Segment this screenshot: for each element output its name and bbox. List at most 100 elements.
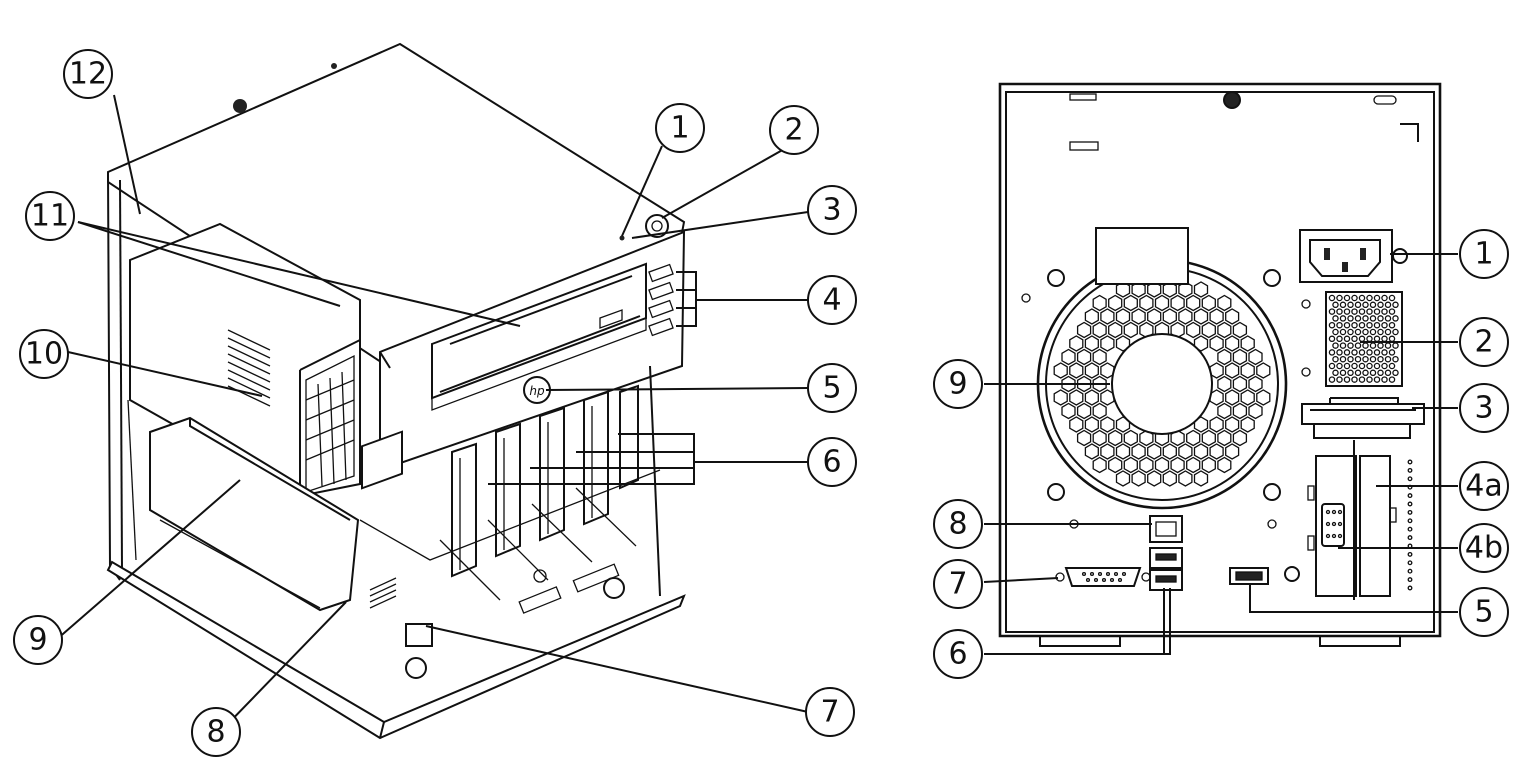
- psu-vent-hole: [1336, 308, 1343, 315]
- fan-grille-hole: [1256, 389, 1271, 406]
- left-callout-10: 10: [19, 329, 69, 379]
- psu-vent-hole: [1369, 328, 1377, 336]
- psu-vent-hole: [1362, 355, 1369, 363]
- right-callout-5: 5: [1459, 587, 1509, 637]
- fan-grille-hole: [1115, 470, 1131, 487]
- psu-vent-hole: [1347, 328, 1354, 336]
- psu-vent-hole: [1366, 376, 1373, 383]
- psu-vent-hole: [1351, 321, 1358, 329]
- svg-text:10: 10: [25, 337, 63, 372]
- psu-vent-hole: [1358, 308, 1366, 315]
- fan-grille-hole: [1209, 443, 1224, 460]
- fan-grille-hole: [1209, 308, 1224, 325]
- fan-grille-hole: [1061, 402, 1076, 420]
- slot-vent-dot: [1407, 501, 1413, 507]
- psu-vent-hole: [1332, 342, 1339, 349]
- left-callout-2: 2: [769, 105, 819, 155]
- fan-grille-hole: [1154, 456, 1170, 474]
- psu-vent-hole: [1347, 301, 1354, 309]
- fan-grille-hole: [1232, 375, 1248, 393]
- svg-text:6: 6: [822, 445, 841, 480]
- svg-text:7: 7: [948, 567, 967, 602]
- slot-vent-dot: [1407, 551, 1413, 557]
- psu-vent-hole: [1392, 315, 1399, 322]
- psu-vent-hole: [1392, 328, 1399, 336]
- fan-grille-hole: [1193, 443, 1209, 460]
- fan-grille-hole: [1069, 335, 1084, 352]
- front-usb-ports: [648, 263, 674, 337]
- psu-vent-hole: [1358, 376, 1366, 383]
- psu-vent-hole: [1343, 335, 1351, 343]
- left-leader-lines: [55, 94, 809, 733]
- left-callout-7: 7: [805, 687, 855, 737]
- fan-grille-hole: [1217, 429, 1232, 447]
- fan-grille-hole: [1232, 321, 1248, 339]
- psu-vent-hole: [1343, 294, 1351, 302]
- fan-grille-hole: [1084, 362, 1099, 379]
- svg-text:2: 2: [784, 113, 803, 148]
- fan-grille-hole: [1225, 443, 1240, 460]
- fan-grille-hole: [1170, 294, 1185, 312]
- psu-vent-hole: [1388, 308, 1396, 315]
- psu-vent-hole: [1358, 362, 1366, 370]
- psu-vent: [1301, 291, 1403, 387]
- fan-grille-hole: [1084, 389, 1099, 406]
- psu-vent-hole: [1347, 342, 1354, 349]
- thumbscrew-icon: [1223, 91, 1241, 109]
- fan-grille-hole: [1154, 294, 1170, 312]
- svg-text:8: 8: [948, 507, 967, 542]
- power-button-icon: [645, 214, 669, 238]
- fan-grille-hole: [1100, 443, 1115, 460]
- fan-grille-hole: [1108, 321, 1123, 339]
- fan-grille-hole: [1123, 429, 1138, 447]
- fan-grille-hole: [1139, 294, 1154, 312]
- psu-vent-hole: [1328, 362, 1336, 370]
- expansion-slots: [439, 384, 639, 601]
- psu-vent-hole: [1336, 321, 1343, 329]
- psu-vent-hole: [1354, 369, 1362, 377]
- psu-vent-hole: [1392, 355, 1399, 363]
- left-callout-1: 1: [655, 103, 705, 153]
- right-callout-6: 6: [933, 629, 983, 679]
- fan-grille-hole: [1162, 308, 1177, 325]
- psu-vent-hole: [1343, 376, 1351, 383]
- psu-vent-hole: [1384, 355, 1392, 363]
- psu-vent-hole: [1384, 315, 1392, 322]
- left-callout-4: 4: [807, 275, 857, 325]
- slot-vent-dot: [1407, 568, 1413, 574]
- fan-grille-hole: [1170, 456, 1185, 474]
- svg-text:4: 4: [822, 283, 841, 318]
- fan-grille-hole: [1248, 375, 1263, 393]
- psu-vent-hole: [1336, 362, 1343, 370]
- motherboard: [359, 430, 661, 679]
- svg-text:3: 3: [822, 193, 841, 228]
- right-callout-3: 3: [1459, 383, 1509, 433]
- fan-grille-hole: [1131, 308, 1146, 325]
- fan-grille-hole: [1115, 335, 1131, 352]
- fan-grille-hole: [1100, 335, 1115, 352]
- psu-vent-hole: [1366, 362, 1373, 370]
- slot-vent-dot: [1407, 459, 1413, 465]
- psu-vent-hole: [1366, 321, 1373, 329]
- psu-vent-hole: [1381, 349, 1388, 356]
- svg-text:11: 11: [31, 199, 69, 234]
- fan-grille-hole: [1115, 281, 1131, 298]
- psu-vent-hole: [1351, 376, 1358, 383]
- psu-vent-hole: [1328, 294, 1336, 302]
- fan-grille-hole: [1084, 416, 1099, 433]
- psu-vent-hole: [1347, 315, 1354, 322]
- psu-vent-hole: [1354, 342, 1362, 349]
- psu-vent-hole: [1332, 301, 1339, 309]
- right-callout-8: 8: [933, 499, 983, 549]
- left-callout-6: 6: [807, 437, 857, 487]
- psu-vent-hole: [1358, 294, 1366, 302]
- psu-vent-hole: [1339, 328, 1347, 336]
- right-callout-9: 9: [933, 359, 983, 409]
- right-callout-7: 7: [933, 559, 983, 609]
- fan-grille-hole: [1108, 429, 1123, 447]
- ac-power-inlet: [1095, 227, 1408, 285]
- left-callout-3: 3: [807, 185, 857, 235]
- fan-grille-hole: [1248, 402, 1263, 420]
- psu-vent-hole: [1362, 315, 1369, 322]
- psu-vent-hole: [1339, 369, 1347, 377]
